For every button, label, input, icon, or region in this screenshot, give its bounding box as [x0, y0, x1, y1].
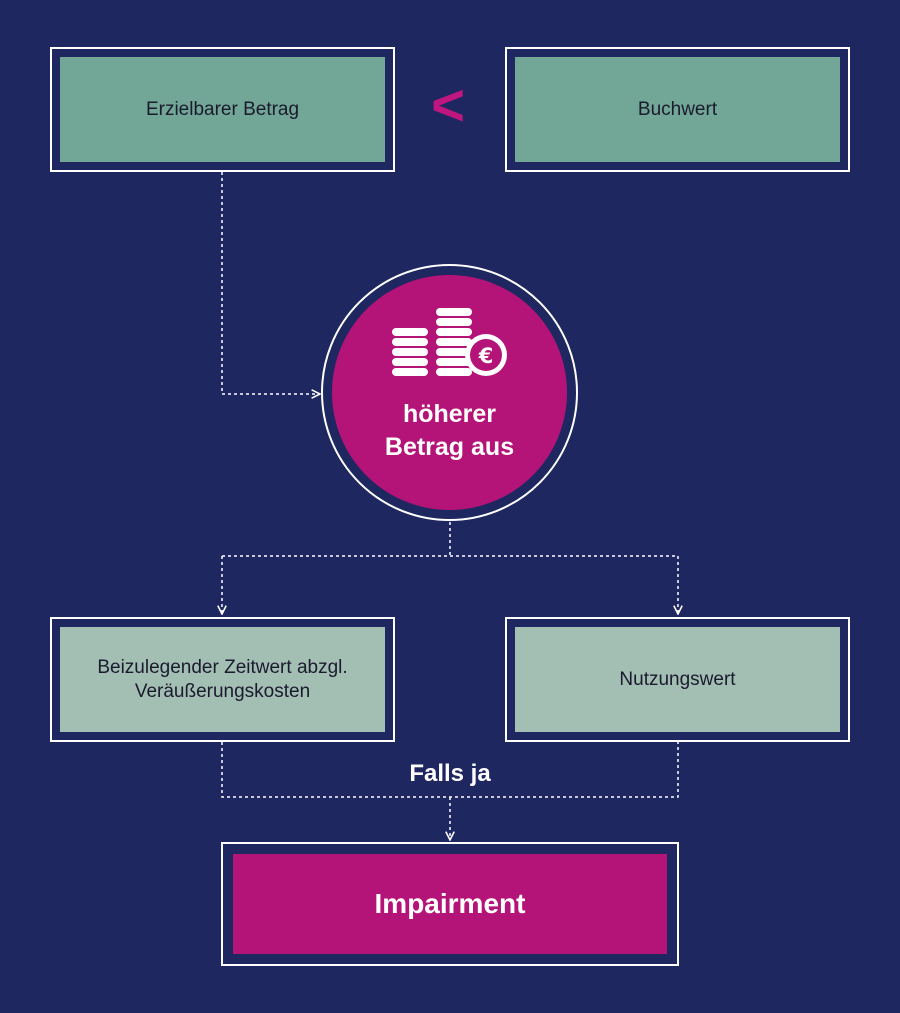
higher-amount-label-line1: höherer: [402, 400, 497, 428]
carrying-amount-box: Buchwert: [515, 57, 840, 162]
impairment-label: Impairment: [374, 888, 526, 919]
value-in-use-label: Nutzungswert: [619, 668, 736, 690]
fair-value-label-line2: Veräußerungskosten: [134, 680, 311, 702]
less-than-symbol: <: [431, 73, 465, 138]
svg-text:€: €: [478, 344, 494, 368]
recoverable-amount-label: Erzielbarer Betrag: [145, 98, 300, 120]
fair-value-frame: [50, 617, 395, 742]
carrying-amount-label: Buchwert: [637, 98, 718, 120]
coins-euro-icon: €: [392, 308, 507, 376]
higher-amount-circle-ring: [321, 264, 578, 521]
value-in-use-box: Nutzungswert: [515, 627, 840, 732]
connector-circle-split: [222, 522, 678, 557]
impairment-box: Impairment: [233, 854, 667, 954]
fair-value-label-line1: Beizulegender Zeitwert abzgl.: [97, 657, 348, 679]
recoverable-amount-frame: [50, 47, 395, 172]
connector-recoverable-to-circle: [221, 172, 320, 394]
recoverable-amount-box: Erzielbarer Betrag: [60, 57, 385, 162]
higher-amount-label-line2: Betrag aus: [384, 433, 515, 461]
impairment-frame: [221, 842, 679, 966]
value-in-use-frame: [505, 617, 850, 742]
fair-value-box: Beizulegender Zeitwert abzgl. Veräußerun…: [60, 627, 385, 732]
condition-label: Falls ja: [409, 760, 491, 787]
higher-amount-label: höherer Betrag aus: [332, 398, 567, 464]
carrying-amount-frame: [505, 47, 850, 172]
